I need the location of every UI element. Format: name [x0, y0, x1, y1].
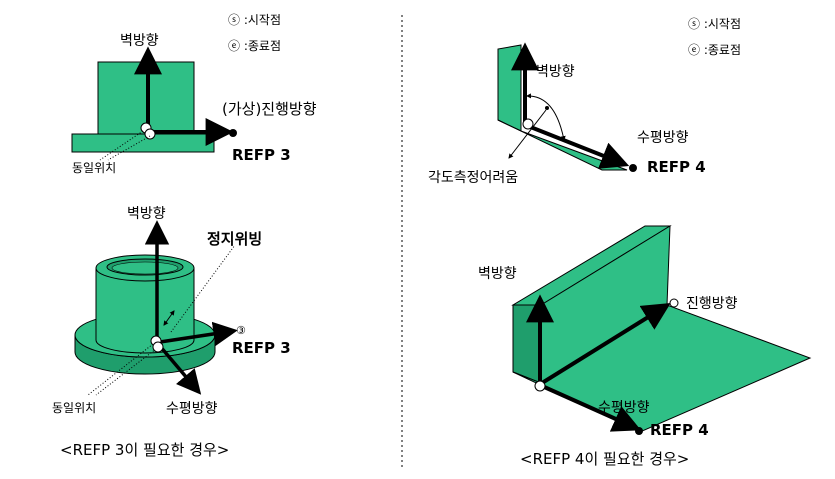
start-marker [522, 118, 534, 130]
weaving-arrow [163, 310, 175, 326]
refp-point [229, 129, 237, 137]
stationary-leader [170, 244, 236, 333]
wall-direction-label: 벽방향 [120, 33, 159, 49]
travel-direction-label: 진행방향 [686, 296, 738, 312]
angle-arc [526, 93, 566, 141]
base-plate [71, 133, 215, 153]
end-marker [144, 128, 156, 140]
refp-direction-arrow [159, 321, 238, 347]
left-bottom-diagram: 벽방향 정지위빙 ③ REFP 3 동일위치 수평방향 <REFP 3이 필요한… [52, 206, 291, 459]
horizontal-direction-arrow [527, 124, 630, 169]
base-plate [497, 119, 628, 171]
legend-end: ⓔ :종료점 [228, 39, 281, 53]
angle-hard-label: 각도측정어려움 [428, 170, 518, 186]
left-top-diagram: ⓢ :시작점 ⓔ :종료점 벽방향 (가상)진행방향 REFP 3 동일위치 [71, 13, 317, 175]
right-bottom-diagram: 벽방향 진행방향 수평방향 REFP 4 <REFP 4이 필요한 경우> [478, 225, 812, 468]
refp-point [635, 427, 643, 435]
right-caption: <REFP 4이 필요한 경우> [520, 450, 689, 468]
wall-direction-label: 벽방향 [478, 266, 517, 282]
wall-edge-face [512, 304, 542, 384]
same-pos-leader-2 [95, 348, 157, 396]
wall-direction-label: 벽방향 [127, 206, 166, 222]
legend-end: ⓔ :종료점 [688, 43, 741, 57]
horizontal-direction-label: 수평방향 [166, 401, 218, 417]
wall-direction-label: 벽방향 [536, 64, 575, 80]
point-label: ③ [236, 324, 246, 337]
cylinder-side [95, 267, 195, 354]
refp-label: REFP 4 [647, 158, 706, 176]
angle-leader [508, 109, 547, 159]
horizontal-direction-label: 수평방향 [637, 130, 689, 146]
end-marker [669, 298, 679, 308]
wall-plate [497, 44, 522, 132]
refp-point [629, 164, 637, 172]
angle-center-dot [545, 106, 549, 110]
legend-start: ⓢ :시작점 [688, 17, 741, 31]
legend-start: ⓢ :시작점 [228, 13, 281, 27]
same-position-label: 동일위치 [72, 161, 116, 175]
refp-label: REFP 4 [650, 421, 709, 439]
horizontal-direction-arrow [157, 343, 202, 395]
travel-direction-label: (가상)진행방향 [222, 100, 317, 118]
left-caption: <REFP 3이 필요한 경우> [60, 441, 229, 459]
refp-label: REFP 3 [232, 146, 291, 164]
same-pos-leader-2 [107, 135, 151, 161]
horizontal-direction-label: 수평방향 [598, 400, 650, 416]
right-top-diagram: ⓢ :시작점 ⓔ :종료점 벽방향 수평방향 REFP 4 각도측정어려움 [428, 17, 741, 186]
end-marker [152, 341, 164, 353]
refp-label: REFP 3 [232, 339, 291, 357]
travel-direction-arrow [540, 303, 671, 385]
cylinder-hole-inner [111, 261, 179, 275]
start-marker [534, 380, 546, 392]
stationary-weaving-label: 정지위빙 [207, 230, 262, 248]
horizontal-direction-arrow [541, 384, 642, 432]
same-position-label: 동일위치 [52, 401, 96, 415]
